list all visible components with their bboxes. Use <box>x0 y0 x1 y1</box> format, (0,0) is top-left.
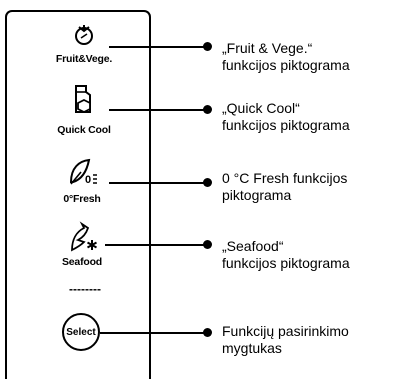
seafood-label: Seafood <box>61 256 103 268</box>
leader-dot <box>203 178 212 187</box>
fruit-vege-callout: „Fruit & Vege.“ funkcijos piktograma <box>222 40 350 74</box>
leader-line <box>105 244 206 246</box>
select-callout: Funkcijų pasirinkimo mygtukas <box>222 323 349 357</box>
fresh-label: 0°Fresh <box>63 193 101 205</box>
callout-line: „Fruit & Vege.“ <box>222 40 313 56</box>
callout-line: Funkcijų pasirinkimo <box>222 323 349 339</box>
fish-icon <box>71 221 97 252</box>
fruit-icon <box>75 25 93 45</box>
callout-line: funkcijos piktograma <box>222 57 350 73</box>
callout-line: 0 °C Fresh funkcijos <box>222 170 348 186</box>
leader-line <box>109 46 206 48</box>
select-button[interactable]: Select <box>62 313 100 351</box>
callout-line: funkcijos piktograma <box>222 117 350 133</box>
seafood-callout: „Seafood“ funkcijos piktograma <box>222 238 350 272</box>
svg-text:0: 0 <box>85 174 91 186</box>
quick-cool-callout: „Quick Cool“ funkcijos piktograma <box>222 100 350 134</box>
leader-dot <box>203 105 212 114</box>
callout-line: „Quick Cool“ <box>222 100 300 116</box>
leader-dot <box>203 328 212 337</box>
callout-line: funkcijos piktograma <box>222 255 350 271</box>
leader-line <box>100 332 206 334</box>
quick-cool-label: Quick Cool <box>57 124 111 136</box>
leader-dot <box>203 240 212 249</box>
bottle-icon <box>75 85 91 114</box>
callout-line: „Seafood“ <box>222 238 284 254</box>
leader-line <box>109 109 206 111</box>
leaf-icon: 0 <box>69 158 97 186</box>
leader-dot <box>203 42 212 51</box>
leader-line <box>109 182 206 184</box>
fresh-callout: 0 °C Fresh funkcijos piktograma <box>222 170 347 204</box>
panel-frame <box>5 10 151 379</box>
callout-line: mygtukas <box>222 340 282 356</box>
callout-line: piktograma <box>222 187 292 203</box>
fruit-vege-label: Fruit&Vege. <box>55 53 113 65</box>
separator-dashes: -------- <box>69 282 101 296</box>
